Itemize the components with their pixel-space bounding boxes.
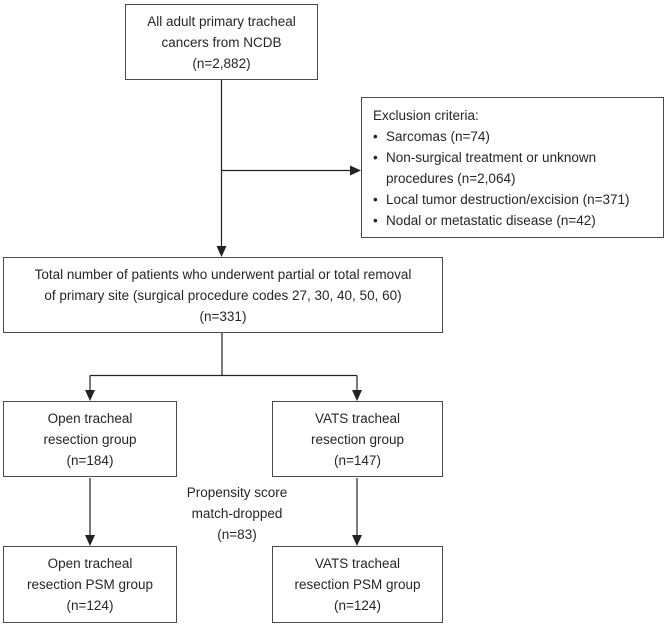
propensity-note: Propensity score match-dropped (n=83) [147,482,327,545]
box-vats-psm-group: VATS tracheal resection PSM group (n=124… [272,546,443,623]
box-text-line: (n=124) [334,598,381,613]
box-text-line: Total number of patients who underwent p… [34,266,412,282]
exclusion-item-local-destruction: • Local tumor destruction/excision (n=37… [373,189,660,210]
exclusion-item-text: Nodal or metastatic disease (n=42) [386,213,596,228]
box-text-line: of primary site (surgical procedure code… [44,287,402,303]
bullet-icon: • [373,192,378,207]
exclusion-item-text: Local tumor destruction/excision (n=371) [386,192,630,207]
box-exclusion-criteria: Exclusion criteria: • Sarcomas (n=74) • … [361,97,664,238]
exclusion-item-nonsurgical: • Non-surgical treatment or unknown proc… [373,147,660,189]
exclusion-item-text: Non-surgical treatment or unknown [386,150,597,165]
exclusion-item-text: procedures (n=2,064) [386,171,516,186]
bullet-icon: • [373,129,378,144]
arrowhead-vats-psm [352,535,362,546]
exclusion-item-nodal-metastatic: • Nodal or metastatic disease (n=42) [373,210,660,231]
box-text-line: (n=147) [334,452,381,468]
box-text-line: VATS tracheal [314,410,401,426]
box-text-line: resection group [310,431,405,447]
exclusion-item-sarcomas: • Sarcomas (n=74) [373,126,660,147]
box-text-line: Open tracheal [47,556,133,571]
box-text-line: resection group [43,431,137,447]
box-text-line: resection PSM group [294,577,421,592]
box-text-line: (n=2,882) [192,55,251,71]
box-text-line: (n=331) [199,308,247,324]
box-text-line: cancers from NCDB [161,34,282,50]
exclusion-header: Exclusion criteria: [373,108,479,123]
box-text-line: VATS tracheal [314,556,401,571]
arrowhead-total-open [85,390,95,401]
box-text-line: (n=124) [66,598,114,613]
arrowhead-open-psm [85,535,95,546]
bullet-icon: • [373,213,378,228]
note-text-line: match-dropped [191,506,283,521]
box-source-population: All adult primary tracheal cancers from … [125,4,318,80]
exclusion-item-text: Sarcomas (n=74) [386,129,490,144]
arrowhead-source-total [216,246,227,257]
box-text-line: Open tracheal [47,410,133,426]
box-text-line: (n=184) [66,452,114,468]
box-open-group: Open tracheal resection group (n=184) [3,401,177,477]
box-text-line: resection PSM group [26,577,154,592]
box-open-psm-group: Open tracheal resection PSM group (n=124… [3,546,177,623]
box-text-line: All adult primary tracheal [147,13,296,29]
bullet-icon: • [373,150,378,165]
note-text-line: Propensity score [186,485,288,500]
box-vats-group: VATS tracheal resection group (n=147) [272,401,443,477]
arrowhead-source-exclusion [350,165,361,176]
arrowhead-total-vats [352,390,362,401]
note-text-line: (n=83) [217,527,257,542]
box-total-resection: Total number of patients who underwent p… [3,257,443,333]
